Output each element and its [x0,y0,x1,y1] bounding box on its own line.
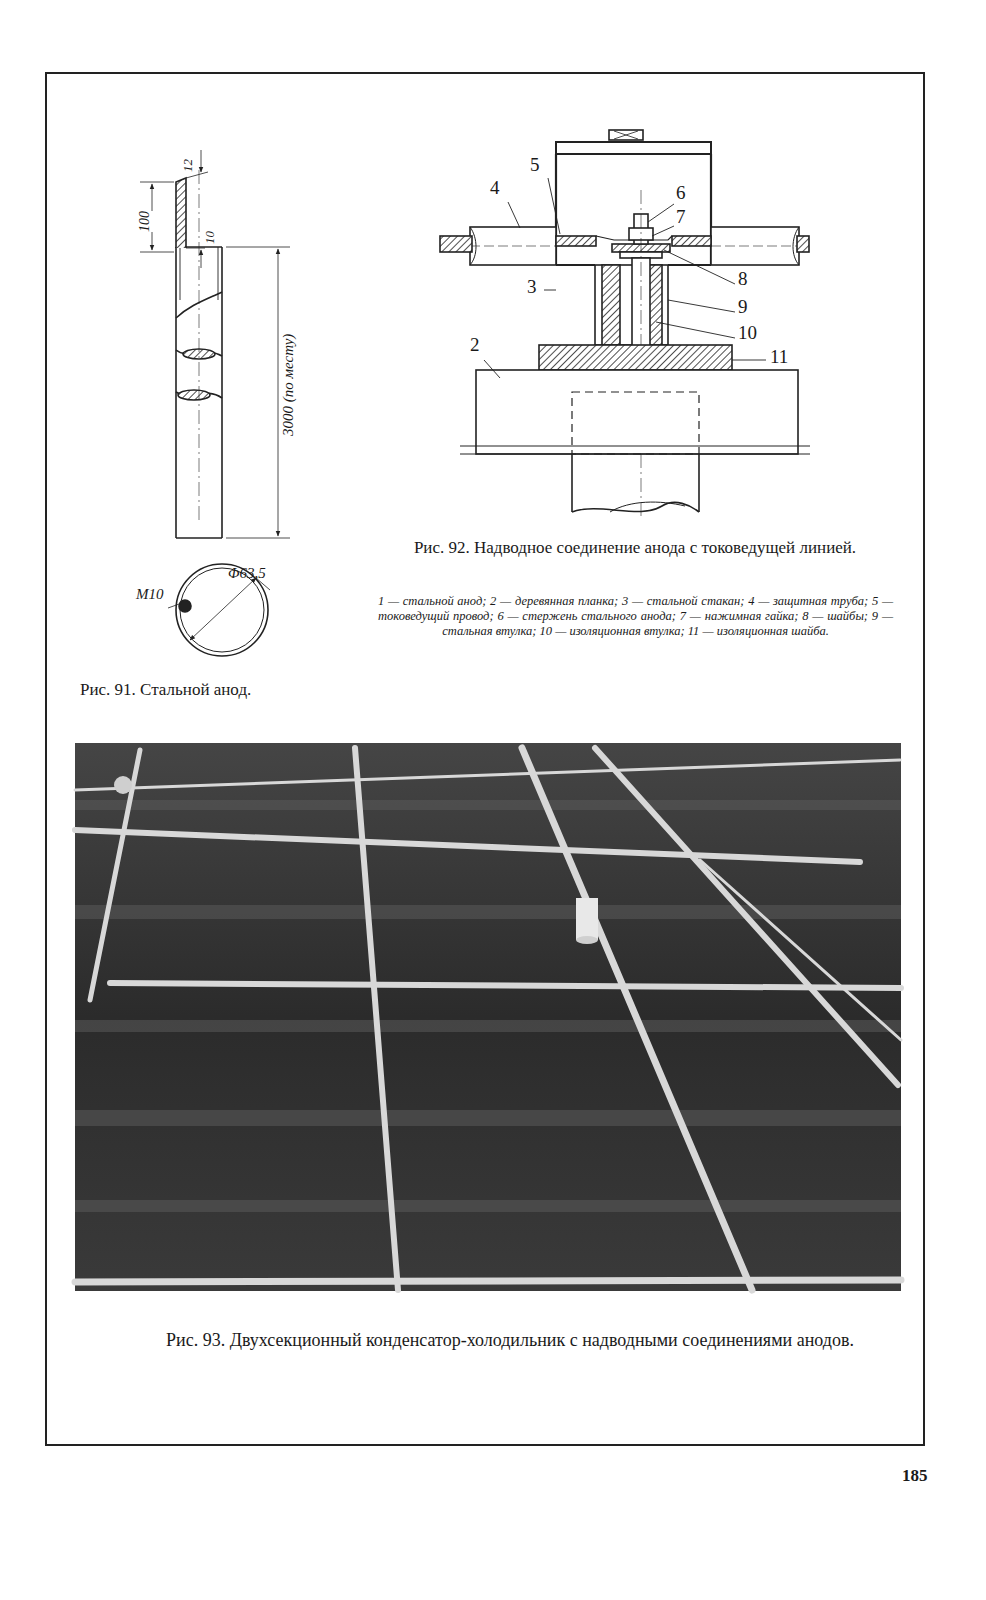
figure-caption: Рис. 91. Стальной анод. [80,680,251,700]
callout-number: 8 [738,268,748,290]
callout-number: 3 [527,276,537,298]
callout-number: 11 [770,346,788,368]
dimension: 10 [203,231,218,244]
diameter-dimension: Φ63,5 [228,565,266,582]
callout-number: 4 [490,177,500,199]
dimension: 100 [137,211,153,232]
thread-size: M10 [136,586,164,603]
callout-number: 2 [470,334,480,356]
callout-number: 7 [676,206,686,228]
dimension: 3000 (по месту) [280,334,297,436]
steel-anode-drawing [140,150,290,656]
figure-legend: 1 — стальной анод; 2 — деревянная планка… [378,594,893,639]
figure-caption: Рис. 92. Надводное соединение анода с то… [375,538,895,558]
anode-connection-drawing [440,130,810,520]
callout-number: 5 [530,154,540,176]
figure-caption: Рис. 93. Двухсекционный конденсатор-холо… [90,1330,930,1351]
page-number: 185 [902,1466,928,1486]
page-frame [46,73,924,1445]
callout-number: 9 [738,296,748,318]
dimension: 12 [181,159,196,172]
condenser-photo [75,743,901,1291]
callout-number: 10 [738,322,757,344]
callout-number: 6 [676,182,686,204]
